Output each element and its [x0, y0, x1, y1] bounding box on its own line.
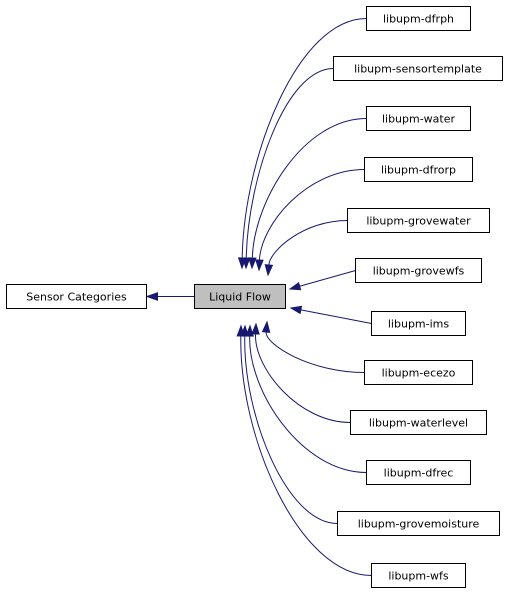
child-node-libupm-sensortemplate[interactable]: libupm-sensortemplate	[333, 56, 503, 81]
edge-libupm-grovewfs	[299, 270, 356, 287]
child-node-box	[337, 511, 500, 536]
child-node-box	[366, 6, 471, 31]
child-node-libupm-ecezo[interactable]: libupm-ecezo	[364, 360, 473, 385]
edge-libupm-dfrec	[249, 335, 367, 473]
arrowhead-parent	[145, 292, 158, 301]
edge-libupm-sensortemplate	[245, 68, 334, 259]
child-node-libupm-water[interactable]: libupm-water	[366, 106, 471, 131]
child-node-box	[333, 56, 503, 81]
child-node-box	[371, 563, 466, 588]
edge-libupm-grovewater	[268, 220, 348, 266]
child-node-libupm-wfs[interactable]: libupm-wfs	[371, 563, 466, 588]
child-node-label: libupm-waterlevel	[369, 417, 468, 430]
child-node-label: libupm-grovewater	[366, 215, 471, 228]
child-node-label: libupm-dfrec	[384, 467, 454, 480]
edge-libupm-wfs	[240, 335, 372, 576]
edge-libupm-dfrorp	[258, 169, 365, 261]
child-node-label: libupm-sensortemplate	[354, 63, 482, 76]
child-node-libupm-dfrph[interactable]: libupm-dfrph	[366, 6, 471, 31]
arrowhead-libupm-water	[248, 257, 257, 270]
child-node-label: libupm-grovewfs	[373, 265, 465, 278]
child-node-libupm-grovewater[interactable]: libupm-grovewater	[347, 208, 490, 233]
child-node-libupm-ims[interactable]: libupm-ims	[371, 311, 466, 336]
arrowhead-libupm-ims	[289, 305, 303, 315]
child-node-label: libupm-wfs	[388, 570, 449, 583]
arrowhead-libupm-sensortemplate	[241, 257, 251, 270]
edge-libupm-dfrph	[241, 18, 367, 259]
child-node-box	[371, 311, 466, 336]
child-node-label: libupm-ecezo	[382, 367, 456, 380]
child-node-box	[347, 208, 490, 233]
child-node-libupm-dfrec[interactable]: libupm-dfrec	[366, 460, 471, 485]
child-node-box	[364, 360, 473, 385]
child-node-box	[350, 410, 487, 435]
arrowhead-libupm-waterlevel	[251, 322, 260, 335]
arrowhead-libupm-dfrorp	[255, 259, 264, 272]
current-node-label: Liquid Flow	[209, 291, 271, 304]
graph-edges	[145, 18, 372, 576]
parent-node-label: Sensor Categories	[26, 291, 127, 304]
parent-node-sensor-categories[interactable]: Sensor Categories	[6, 284, 147, 309]
child-node-box	[364, 157, 473, 182]
current-node-liquid-flow: Liquid Flow	[194, 284, 286, 309]
edge-libupm-waterlevel	[255, 333, 351, 423]
child-node-label: libupm-dfrph	[383, 13, 454, 26]
child-node-box	[366, 106, 471, 131]
child-node-box	[366, 460, 471, 485]
child-node-libupm-grovemoisture[interactable]: libupm-grovemoisture	[337, 511, 500, 536]
child-node-box	[355, 258, 482, 283]
child-node-libupm-grovewfs[interactable]: libupm-grovewfs	[355, 258, 482, 283]
edge-libupm-ecezo	[265, 331, 365, 373]
child-node-label: libupm-water	[382, 113, 456, 126]
arrowhead-libupm-wfs	[236, 324, 246, 337]
child-node-label: libupm-dfrorp	[381, 164, 456, 177]
arrowhead-libupm-ecezo	[261, 320, 271, 333]
arrowhead-libupm-grovewfs	[288, 281, 302, 291]
edge-libupm-grovemoisture	[244, 335, 338, 524]
edge-libupm-ims	[300, 309, 372, 324]
child-node-label: libupm-grovemoisture	[358, 518, 480, 531]
edge-libupm-water	[251, 118, 367, 259]
child-nodes: libupm-dfrph libupm-sensortemplate libupm-…	[333, 6, 503, 588]
arrowhead-libupm-grovewater	[264, 264, 274, 277]
child-node-libupm-dfrorp[interactable]: libupm-dfrorp	[364, 157, 473, 182]
child-node-libupm-waterlevel[interactable]: libupm-waterlevel	[350, 410, 487, 435]
child-node-label: libupm-ims	[388, 318, 450, 331]
